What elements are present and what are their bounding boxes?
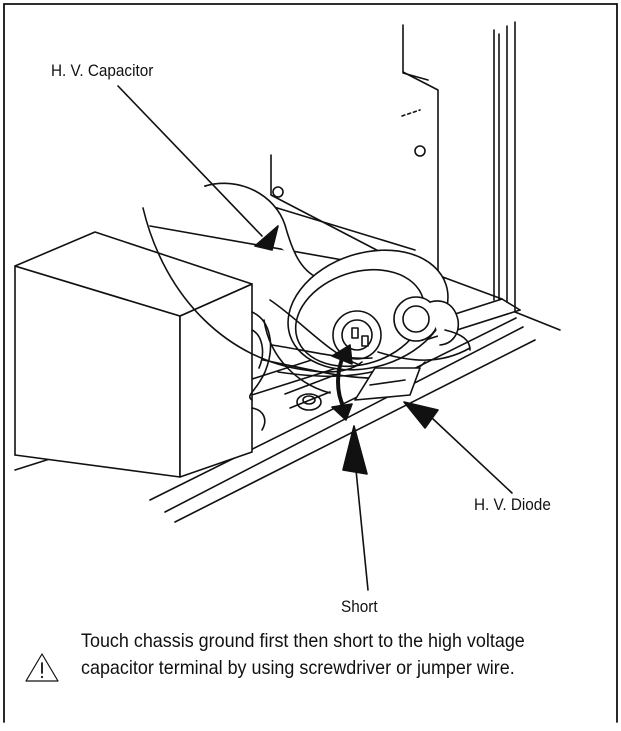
hv-diode-label: H. V. Diode: [474, 495, 551, 514]
ground-screw: [284, 374, 336, 411]
warning-triangle-icon: [25, 653, 59, 682]
back-panel: [270, 24, 439, 283]
transformer-block: [14, 231, 272, 478]
capacitor-terminals: [332, 296, 460, 360]
short-label: Short: [341, 597, 378, 616]
short-leader: [342, 425, 369, 591]
warning-note: Touch chassis ground first then short to…: [81, 630, 525, 679]
chassis-side-wall: [493, 21, 561, 331]
short-arrow: [331, 344, 353, 421]
hv-diode: [354, 367, 421, 401]
hv-capacitor-leader: [117, 85, 279, 251]
hv-diode-leader: [403, 401, 513, 494]
hv-capacitor-label: H. V. Capacitor: [51, 61, 154, 80]
frame-border: [3, 3, 618, 723]
